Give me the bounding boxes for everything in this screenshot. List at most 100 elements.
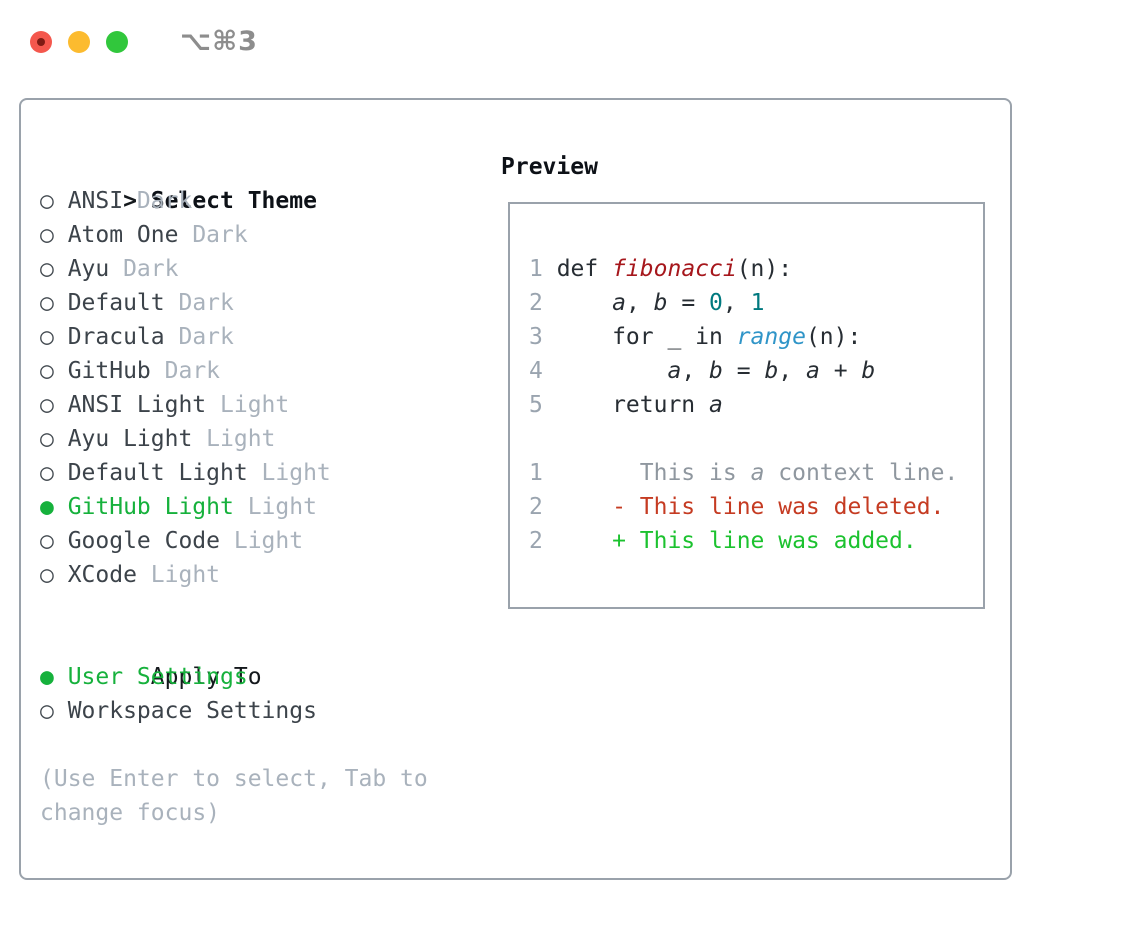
radio-unselected-icon: ○: [40, 324, 54, 350]
spacer: [40, 592, 501, 626]
radio-selected-icon: ●: [40, 664, 54, 690]
theme-name: Atom One: [67, 222, 179, 248]
list-item-dracula[interactable]: ○ Dracula Dark: [40, 320, 501, 354]
line-number: 4: [529, 358, 543, 384]
line-number: 5: [529, 392, 543, 418]
zoom-button[interactable]: [106, 30, 128, 53]
theme-name: ANSI Light: [67, 392, 207, 418]
code-line: 2 a, b = 0, 1: [529, 286, 983, 320]
code-token: [557, 358, 668, 384]
theme-name: Google Code: [67, 528, 221, 554]
theme-variant-tag: Light: [261, 460, 331, 486]
spacer: [40, 728, 501, 762]
code-token: b: [861, 358, 876, 384]
code-token: 0: [709, 290, 723, 316]
spacer: [529, 422, 983, 456]
radio-unselected-icon: ○: [40, 562, 54, 588]
radio-unselected-icon: ○: [40, 358, 54, 384]
code-token: 1: [750, 290, 765, 316]
theme-name: Ayu Light: [67, 426, 193, 452]
theme-name: XCode: [67, 562, 137, 588]
radio-unselected-icon: ○: [40, 290, 54, 316]
code-token: b: [653, 290, 668, 316]
list-item-github[interactable]: ○ GitHub Dark: [40, 354, 501, 388]
radio-unselected-icon: ○: [40, 222, 54, 248]
preview-title: Preview: [501, 154, 598, 180]
radio-unselected-icon: ○: [40, 698, 54, 724]
radio-unselected-icon: ○: [40, 460, 54, 486]
list-item-ayu-light[interactable]: ○ Ayu Light Light: [40, 422, 501, 456]
list-item-xcode[interactable]: ○ XCode Light: [40, 558, 501, 592]
code-token: range: [736, 324, 806, 350]
theme-variant-tag: Dark: [178, 324, 234, 350]
code-token: + This line was added.: [556, 528, 917, 554]
code-token: a: [750, 460, 765, 486]
code-token: (n):: [805, 324, 862, 350]
line-number: 2: [529, 494, 543, 520]
radio-unselected-icon: ○: [40, 188, 54, 214]
diff-line: 1 This is a context line.: [529, 456, 983, 490]
hint-line-2: change focus): [40, 800, 221, 826]
code-token: a: [709, 392, 723, 418]
window-title: ⌥⌘3: [180, 26, 258, 57]
apply-option-name: Workspace Settings: [67, 698, 317, 724]
theme-name: GitHub: [67, 358, 151, 384]
code-token: b: [764, 358, 779, 384]
theme-name: Default: [67, 290, 165, 316]
diff-line: 2 - This line was deleted.: [529, 490, 983, 524]
line-number: 2: [529, 528, 543, 554]
code-token: ,: [778, 358, 806, 384]
minimize-button[interactable]: [68, 30, 90, 53]
apply-to-list: ●User Settings ○ Workspace Settings: [40, 660, 501, 728]
line-number: 1: [529, 460, 543, 486]
list-item-default[interactable]: ○ Default Dark: [40, 286, 501, 320]
radio-unselected-icon: ○: [40, 256, 54, 282]
theme-variant-tag: Dark: [178, 290, 234, 316]
diff-line: 2 + This line was added.: [529, 524, 983, 558]
diff-preview: 1 This is a context line.2 - This line w…: [529, 456, 983, 558]
radio-unselected-icon: ○: [40, 426, 54, 452]
hint-line-1: (Use Enter to select, Tab to: [40, 766, 428, 792]
code-token: - This line was deleted.: [556, 494, 945, 520]
code-token: def: [556, 256, 613, 282]
code-token: [557, 290, 612, 316]
titlebar: ⌥⌘3: [30, 26, 258, 57]
theme-variant-tag: Dark: [164, 358, 221, 384]
theme-variant-tag: Light: [220, 392, 290, 418]
line-number: 3: [529, 324, 543, 350]
theme-variant-tag: Light: [206, 426, 276, 452]
code-token: This is: [556, 460, 751, 486]
code-token: ,: [722, 290, 751, 316]
close-button[interactable]: [30, 30, 52, 53]
code-token: fibonacci: [612, 256, 737, 282]
list-item-workspace-settings[interactable]: ○ Workspace Settings: [40, 694, 501, 728]
list-item-user-settings[interactable]: ●User Settings: [40, 660, 501, 694]
code-line: 4 a, b = b, a + b: [529, 354, 983, 388]
theme-name: Ayu: [67, 256, 110, 282]
select-theme-label: Select Theme: [150, 188, 317, 214]
code-token: a: [612, 290, 626, 316]
theme-name: Dracula: [67, 324, 165, 350]
line-number: 1: [529, 256, 543, 282]
code-token: =: [722, 358, 765, 384]
select-theme-header: >Select Theme: [40, 150, 501, 214]
code-token: for _ in: [556, 324, 737, 350]
code-line: 5 return a: [529, 388, 983, 422]
code-token: ,: [681, 358, 710, 384]
theme-variant-tag: Light: [247, 494, 317, 520]
code-preview: 1 def fibonacci (n): 2 a, b = 0, 1 3 for _ i…: [529, 252, 983, 422]
code-token: ,: [625, 290, 654, 316]
code-token: a: [667, 358, 682, 384]
hint-text: (Use Enter to select, Tab to change focu…: [40, 762, 501, 830]
theme-variant-tag: Light: [150, 562, 221, 588]
